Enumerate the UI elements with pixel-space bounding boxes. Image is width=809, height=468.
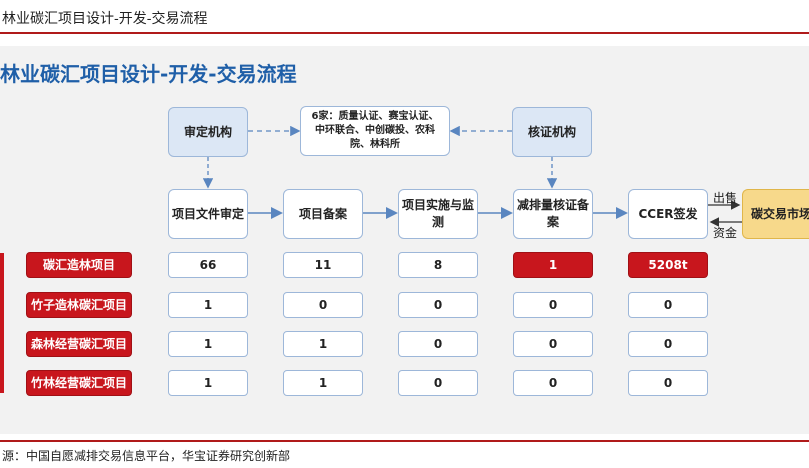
table-cell: 0 [628, 370, 708, 396]
table-cell: 0 [398, 292, 478, 318]
table-cell: 8 [398, 252, 478, 278]
review-org-box: 审定机构 [168, 107, 248, 157]
top-divider [0, 32, 809, 34]
table-cell: 11 [283, 252, 363, 278]
table-cell: 0 [513, 370, 593, 396]
diagram-title: 林业碳汇项目设计-开发-交易流程 [0, 62, 297, 86]
row-label-bamboo-afforestation: 竹子造林碳汇项目 [26, 292, 132, 318]
table-cell: 1 [168, 292, 248, 318]
table-cell: 0 [628, 292, 708, 318]
sell-label: 出售 [713, 191, 738, 205]
step-emission-verification: 减排量核证备案 [513, 189, 593, 239]
table-cell: 1 [283, 331, 363, 357]
row-label-forest-management: 森林经营碳汇项目 [26, 331, 132, 357]
row-label-afforestation: 碳汇造林项目 [26, 252, 132, 278]
table-cell: 1 [283, 370, 363, 396]
source-note: 源：中国自愿减排交易信息平台，华宝证券研究创新部 [2, 449, 291, 463]
step-implementation-monitoring: 项目实施与监测 [398, 189, 478, 239]
table-cell: 0 [513, 292, 593, 318]
table-cell: 0 [398, 370, 478, 396]
row-label-bamboo-management: 竹林经营碳汇项目 [26, 370, 132, 396]
table-cell-highlight: 5208t [628, 252, 708, 278]
table-cell: 0 [513, 331, 593, 357]
table-cell: 0 [398, 331, 478, 357]
table-cell: 1 [168, 331, 248, 357]
verify-org-box: 核证机构 [512, 107, 592, 157]
table-cell-highlight: 1 [513, 252, 593, 278]
certifiers-box: 6家：质量认证、赛宝认证、中环联合、中创碳投、农科院、林科所 [300, 106, 450, 156]
table-cell: 1 [168, 370, 248, 396]
table-cell: 0 [628, 331, 708, 357]
step-ccer-issuance: CCER签发 [628, 189, 708, 239]
step-project-doc-review: 项目文件审定 [168, 189, 248, 239]
step-project-registration: 项目备案 [283, 189, 363, 239]
bottom-divider [0, 440, 809, 442]
category-bracket [0, 253, 4, 393]
table-cell: 0 [283, 292, 363, 318]
table-cell: 66 [168, 252, 248, 278]
fund-label: 资金 [713, 226, 738, 240]
carbon-market-box: 碳交易市场 [742, 189, 809, 239]
report-title: 林业碳汇项目设计-开发-交易流程 [2, 11, 208, 27]
